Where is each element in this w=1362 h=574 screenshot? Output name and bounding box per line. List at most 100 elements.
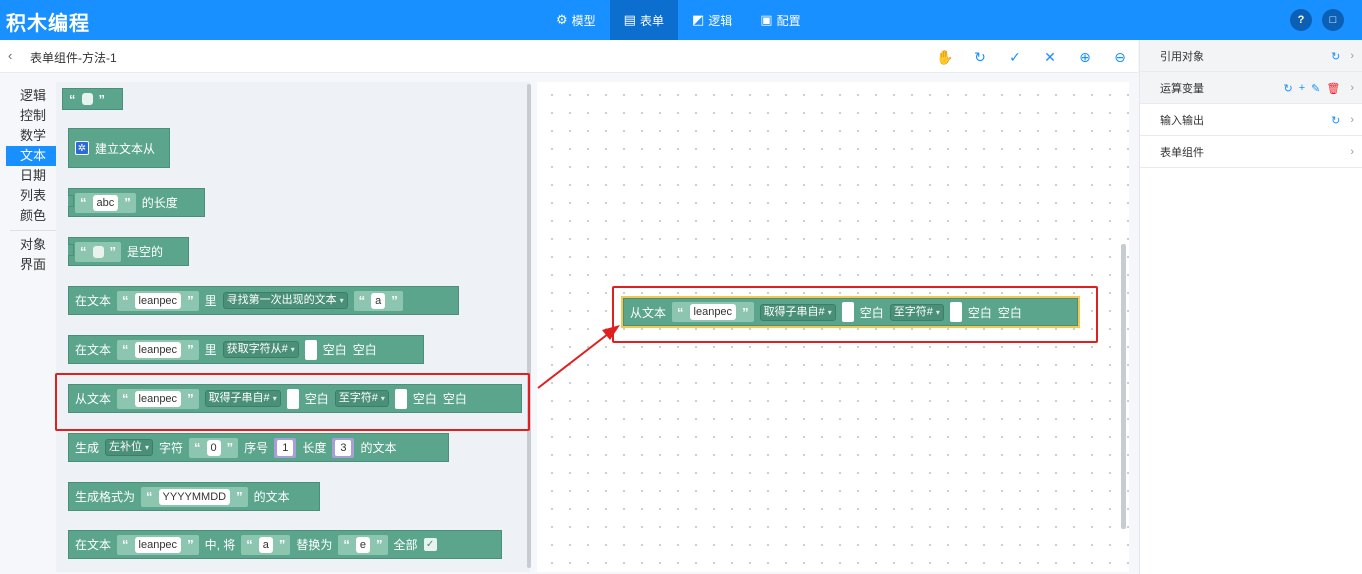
string-value[interactable]: a: [258, 536, 273, 553]
breadcrumb-bar: ‹ 表单组件-方法-1 ✋ ↻ ✓ ✕ ⊕ ⊖: [0, 40, 1138, 73]
string-input[interactable]: “a”: [241, 534, 291, 555]
char-mode-dropdown[interactable]: 获取字符从#▾: [222, 341, 299, 358]
gear-icon[interactable]: ✲: [75, 141, 89, 155]
refresh-icon[interactable]: ↻: [974, 48, 986, 65]
refresh-icon[interactable]: ↻: [1331, 50, 1341, 63]
chevron-right-icon[interactable]: ›: [1350, 146, 1354, 158]
block-label: 里: [204, 294, 217, 308]
nav-tab-logic[interactable]: ◩逻辑: [678, 0, 746, 40]
nav-tab-model[interactable]: ⚙模型: [542, 0, 610, 40]
block-create-text[interactable]: ✲建立文本从: [68, 128, 170, 168]
flyout-scrollbar[interactable]: [527, 84, 531, 568]
string-input[interactable]: “leanpec”: [117, 534, 199, 555]
string-value[interactable]: leanpec: [134, 536, 182, 553]
fit-icon[interactable]: ✕: [1044, 48, 1056, 65]
empty-input-slot[interactable]: [304, 339, 317, 360]
empty-string-slot[interactable]: [81, 93, 93, 105]
hand-tool-icon[interactable]: ✋: [936, 48, 954, 65]
string-value[interactable]: abc: [92, 194, 119, 211]
nav-tab-form[interactable]: ▤表单: [609, 0, 678, 40]
refresh-icon[interactable]: ↻: [1331, 114, 1341, 127]
block-get-char[interactable]: 在文本 “leanpec” 里 获取字符从#▾ 空白 空白: [68, 335, 424, 364]
category-text[interactable]: 文本: [6, 146, 56, 166]
block-label: 空白: [322, 343, 347, 357]
string-value[interactable]: YYYYMMDD: [158, 488, 231, 505]
category-list[interactable]: 列表: [20, 188, 47, 203]
substring-to-dropdown[interactable]: 至字符#▾: [889, 303, 944, 321]
block-text-is-empty[interactable]: “” 是空的: [68, 237, 189, 266]
substring-to-dropdown[interactable]: 至字符#▾: [334, 390, 389, 407]
category-math[interactable]: 数学: [20, 128, 47, 143]
number-value[interactable]: 1: [277, 439, 294, 456]
close-quote-icon: ”: [109, 244, 117, 259]
refresh-icon[interactable]: ↻: [1283, 82, 1293, 95]
empty-input-slot[interactable]: [394, 388, 407, 409]
number-input[interactable]: 1: [274, 437, 297, 458]
nav-tab-config[interactable]: ▣配置: [746, 0, 814, 40]
string-input[interactable]: “abc”: [75, 192, 136, 213]
string-input[interactable]: “leanpec”: [672, 302, 754, 322]
add-icon[interactable]: +: [1298, 82, 1306, 94]
string-value[interactable]: leanpec: [689, 304, 737, 320]
number-value[interactable]: 3: [335, 439, 352, 456]
block-replace-text[interactable]: 在文本 “leanpec” 中, 将 “a” 替换为 “e” 全部 ✓: [68, 530, 502, 559]
string-value[interactable]: a: [371, 292, 386, 309]
block-substring[interactable]: 从文本 “leanpec” 取得子串自#▾ 空白 至字符#▾ 空白 空白: [68, 384, 522, 413]
window-icon[interactable]: □: [1322, 9, 1344, 31]
category-control[interactable]: 控制: [20, 108, 47, 123]
chevron-right-icon[interactable]: ›: [1350, 82, 1354, 94]
checkbox-checked-icon[interactable]: ✓: [423, 538, 437, 551]
string-input[interactable]: “leanpec”: [117, 339, 199, 360]
panel-item-io[interactable]: 输入输出 ↻›: [1140, 104, 1362, 136]
empty-input-slot[interactable]: [949, 302, 962, 322]
category-date[interactable]: 日期: [20, 168, 47, 183]
string-input[interactable]: “e”: [338, 534, 388, 555]
block-find-text[interactable]: 在文本 “leanpec” 里 寻找第一次出现的文本▾ “a”: [68, 286, 459, 315]
category-interface[interactable]: 界面: [20, 257, 47, 272]
find-mode-dropdown[interactable]: 寻找第一次出现的文本▾: [222, 292, 348, 309]
close-quote-icon: ”: [742, 304, 749, 320]
empty-input-slot[interactable]: [841, 302, 854, 322]
string-input[interactable]: “leanpec”: [117, 290, 199, 311]
number-input[interactable]: 3: [332, 437, 355, 458]
string-value[interactable]: e: [355, 536, 370, 553]
category-color[interactable]: 颜色: [20, 208, 47, 223]
delete-icon[interactable]: 🗑: [1326, 82, 1341, 95]
block-text-length[interactable]: “abc” 的长度: [68, 188, 205, 217]
string-value[interactable]: leanpec: [134, 341, 182, 358]
string-input[interactable]: “”: [75, 241, 121, 262]
string-input[interactable]: “a”: [353, 290, 403, 311]
substring-from-dropdown[interactable]: 取得子串自#▾: [759, 303, 836, 321]
workspace-scrollbar[interactable]: [1121, 244, 1126, 529]
panel-item-form-components[interactable]: 表单组件 ›: [1140, 136, 1362, 168]
category-logic[interactable]: 逻辑: [20, 88, 47, 103]
empty-string-slot[interactable]: [92, 245, 104, 258]
empty-input-slot[interactable]: [286, 388, 299, 409]
pad-mode-dropdown[interactable]: 左补位▾: [105, 439, 154, 456]
back-icon[interactable]: ‹: [8, 48, 13, 63]
block-label: 空白: [412, 392, 437, 406]
workspace-block-substring[interactable]: 从文本 “leanpec” 取得子串自#▾ 空白 至字符#▾ 空白 空白: [623, 298, 1078, 326]
block-pad-text[interactable]: 生成 左补位▾ 字符 “0” 序号 1 长度 3 的文本: [68, 433, 449, 462]
check-icon[interactable]: ✓: [1009, 48, 1021, 65]
edit-icon[interactable]: ✎: [1311, 82, 1321, 95]
block-format-date[interactable]: 生成格式为 “YYYYMMDD” 的文本: [68, 482, 320, 511]
substring-from-dropdown[interactable]: 取得子串自#▾: [204, 390, 281, 407]
string-value[interactable]: leanpec: [134, 292, 182, 309]
chevron-right-icon[interactable]: ›: [1350, 114, 1354, 126]
string-value[interactable]: 0: [206, 439, 221, 456]
zoom-out-icon[interactable]: ⊖: [1114, 48, 1126, 65]
category-object[interactable]: 对象: [20, 237, 47, 252]
open-quote-icon: “: [69, 91, 76, 107]
help-icon[interactable]: ?: [1290, 9, 1312, 31]
string-input[interactable]: “0”: [189, 437, 239, 458]
string-value[interactable]: leanpec: [134, 390, 182, 407]
string-input[interactable]: “YYYYMMDD”: [141, 486, 248, 507]
string-input[interactable]: “leanpec”: [117, 388, 199, 409]
chevron-right-icon[interactable]: ›: [1350, 50, 1354, 62]
zoom-in-icon[interactable]: ⊕: [1079, 48, 1091, 65]
panel-item-variables[interactable]: 运算变量 ↻+✎🗑›: [1140, 72, 1362, 104]
block-text-literal[interactable]: “”: [62, 88, 123, 110]
panel-item-reference-objects[interactable]: 引用对象 ↻›: [1140, 40, 1362, 72]
workspace-canvas[interactable]: [537, 82, 1129, 572]
